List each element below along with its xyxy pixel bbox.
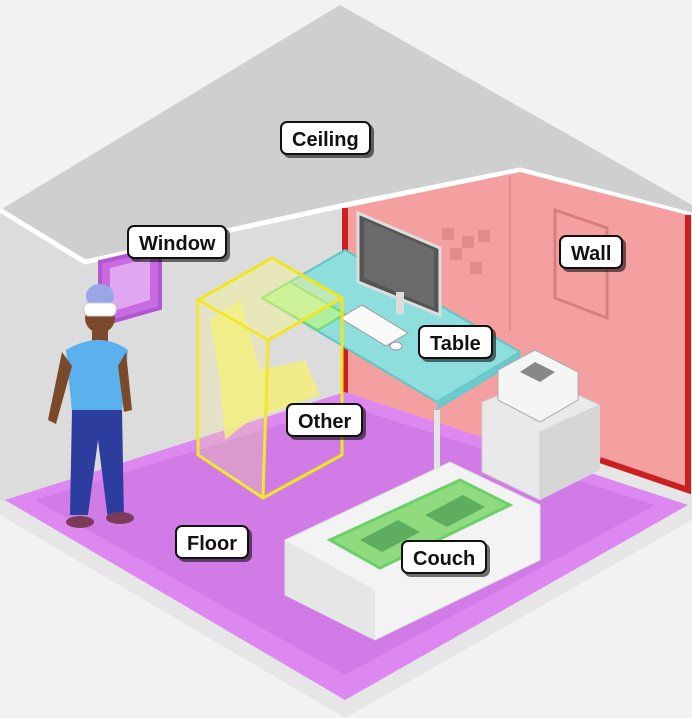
desk-front — [437, 352, 520, 410]
window-glass — [110, 258, 150, 312]
table-segment-highlight — [259, 280, 347, 332]
other-label: Other — [286, 403, 364, 437]
couch-front — [285, 540, 375, 640]
wall-label: Wall — [559, 235, 624, 269]
cabinet-side — [540, 405, 600, 500]
keyboard-icon — [339, 304, 409, 347]
other-box-edge — [261, 339, 270, 499]
other-box-front — [198, 300, 268, 498]
monitor-stand — [396, 292, 404, 314]
picture-frame-icon — [553, 207, 609, 321]
couch-label: Couch — [401, 540, 488, 574]
ceiling-label: Ceiling — [280, 121, 371, 155]
monitor-screen — [364, 220, 434, 308]
ceiling-edge — [0, 167, 692, 265]
mouse-icon — [389, 341, 403, 351]
table-label: Table — [418, 325, 493, 359]
vr-user-figure — [48, 284, 134, 528]
window-label: Window — [127, 225, 228, 259]
sticky-notes-icon — [442, 228, 490, 274]
vr-headset-icon — [83, 302, 117, 317]
other-segment — [194, 256, 346, 500]
floor-label: Floor — [175, 525, 249, 559]
chair-shape — [210, 300, 320, 440]
printer-icon — [497, 349, 579, 423]
couch-cushions-icon — [360, 495, 485, 552]
wall-segment-edge-right — [599, 215, 691, 495]
printer-tray — [520, 362, 555, 382]
